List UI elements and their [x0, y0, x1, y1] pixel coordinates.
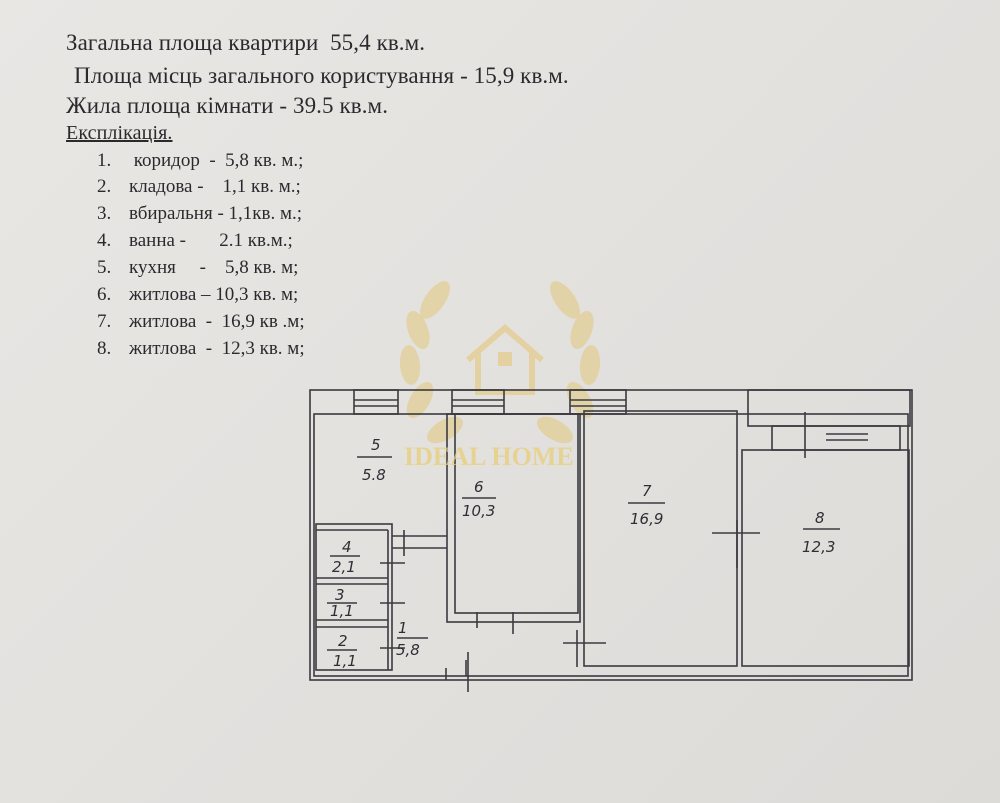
item-number: 1. — [97, 150, 112, 171]
room-label-4: 42,1 — [330, 538, 360, 576]
room-label-6: 610,3 — [462, 478, 496, 520]
item-number: 5. — [97, 257, 112, 278]
svg-text:7: 7 — [642, 482, 652, 500]
item-text: коридор - 5,8 кв. м.; — [129, 150, 304, 171]
svg-text:5.8: 5.8 — [362, 466, 386, 484]
watermark-text: IDEAL HOME — [404, 442, 574, 471]
explication-item: 2. кладова - 1,1 кв. м.; — [97, 176, 301, 198]
svg-text:5,8: 5,8 — [396, 641, 420, 659]
watermark-wreath-icon — [399, 281, 601, 444]
window — [569, 389, 627, 415]
room-label-2: 21,1 — [327, 632, 357, 670]
item-number: 8. — [97, 338, 112, 359]
explication-item: 6. житлова – 10,3 кв. м; — [97, 284, 298, 306]
explication-heading: Експлікація. — [66, 122, 173, 144]
item-number: 2. — [97, 176, 112, 197]
item-number: 6. — [97, 284, 112, 305]
svg-text:4: 4 — [342, 538, 352, 556]
item-number: 3. — [97, 203, 112, 224]
item-text: вбиральня - 1,1кв. м.; — [129, 203, 303, 224]
explication-item: 4. ванна - 2.1 кв.м.; — [97, 230, 293, 252]
explication-item: 1. коридор - 5,8 кв. м.; — [97, 150, 303, 172]
common-area: Площа місць загального користування - 15… — [74, 63, 569, 88]
svg-text:1,1: 1,1 — [333, 652, 357, 670]
svg-text:12,3: 12,3 — [802, 538, 835, 556]
item-text: житлова - 12,3 кв. м; — [129, 338, 305, 359]
item-number: 7. — [97, 311, 112, 332]
svg-text:16,9: 16,9 — [630, 510, 663, 528]
item-text: кладова - 1,1 кв. м.; — [129, 176, 301, 197]
total-area: Загальна площа квартири 55,4 кв.м. — [66, 30, 426, 55]
room-label-5: 55.8 — [357, 436, 392, 484]
room-label-8: 812,3 — [802, 509, 840, 556]
item-text: житлова – 10,3 кв. м; — [129, 284, 299, 305]
svg-text:10,3: 10,3 — [462, 502, 495, 520]
svg-text:1: 1 — [398, 619, 408, 637]
explication-item: 3. вбиральня - 1,1кв. м.; — [97, 203, 302, 225]
item-text: житлова - 16,9 кв .м; — [129, 311, 305, 332]
svg-text:3: 3 — [335, 586, 345, 604]
room-label-7: 716,9 — [628, 482, 665, 528]
explication-item: 8. житлова - 12,3 кв. м; — [97, 338, 305, 360]
explication-item: 5. кухня - 5,8 кв. м; — [97, 257, 298, 279]
svg-text:8: 8 — [815, 509, 825, 527]
room-label-1: 15,8 — [396, 619, 428, 659]
svg-text:1,1: 1,1 — [330, 602, 354, 620]
room-label-3: 31,1 — [327, 586, 357, 620]
item-number: 4. — [97, 230, 112, 251]
item-text: кухня - 5,8 кв. м; — [129, 257, 299, 278]
window — [353, 389, 399, 415]
item-text: ванна - 2.1 кв.м.; — [129, 230, 293, 251]
svg-text:6: 6 — [474, 478, 484, 496]
explication-item: 7. житлова - 16,9 кв .м; — [97, 311, 305, 333]
balcony — [747, 389, 911, 458]
svg-text:2: 2 — [338, 632, 348, 650]
svg-text:5: 5 — [371, 436, 381, 454]
svg-text:2,1: 2,1 — [332, 558, 356, 576]
living-area: Жила площа кімнати - 39.5 кв.м. — [66, 93, 389, 118]
